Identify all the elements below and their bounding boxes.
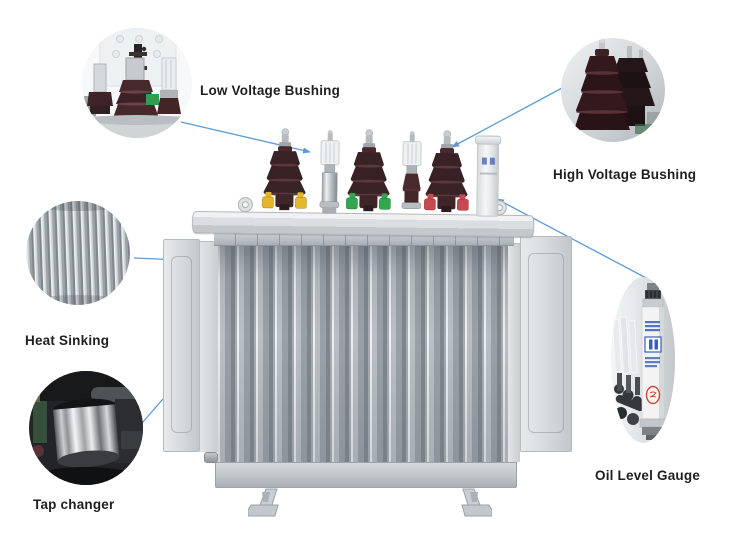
- tank-right-end-panel: [520, 236, 572, 452]
- label-tap-changer: Tap changer: [33, 497, 115, 512]
- panel-emboss: [171, 256, 192, 433]
- lid-assembly: [192, 125, 535, 239]
- tank-left-end-panel: [163, 239, 200, 452]
- callout-photo-tap-changer: [29, 371, 143, 485]
- callout-photo-oil-level-gauge: [611, 277, 675, 443]
- label-low-voltage-bushing: Low Voltage Bushing: [200, 83, 341, 98]
- lv-bushing-2: [401, 131, 422, 210]
- panel-emboss: [528, 253, 564, 433]
- oil-gauge-pipe: [475, 135, 502, 217]
- pipe-blue-mark: [489, 157, 495, 165]
- callout-photo-heat-sinking: [26, 201, 130, 305]
- corrugated-fin-wall: [218, 245, 508, 462]
- skid-foot-right: [461, 488, 492, 517]
- hv-bushing-3: [424, 130, 469, 213]
- tank-base-band: [215, 462, 517, 488]
- lifting-lug-left: [237, 197, 253, 213]
- label-high-voltage-bushing: High Voltage Bushing: [553, 167, 697, 182]
- drain-valve: [204, 452, 218, 463]
- label-heat-sinking: Heat Sinking: [25, 333, 110, 348]
- callout-photo-high-voltage-bushing: [561, 38, 665, 142]
- tank-right-corner: [508, 243, 520, 462]
- tank-left-corner: [200, 241, 218, 452]
- hv-bushing-1: [262, 128, 307, 211]
- callout-photo-low-voltage-bushing: [82, 28, 192, 138]
- skid-foot-left: [248, 488, 279, 517]
- pipe-cap: [475, 135, 502, 145]
- label-oil-level-gauge: Oil Level Gauge: [595, 468, 701, 483]
- hv-bushing-2: [346, 129, 391, 212]
- pipe-seam: [479, 172, 497, 175]
- lv-bushing-1: [319, 130, 340, 214]
- pipe-blue-mark: [481, 157, 487, 165]
